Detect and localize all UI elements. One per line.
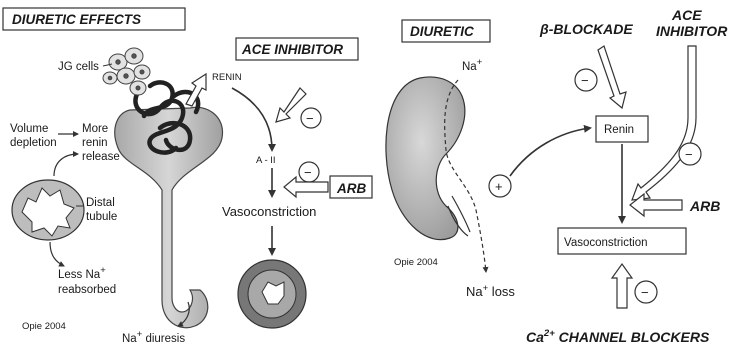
minus-sign-ace: − [306,111,314,126]
jg-cells-label: JG cells [58,61,99,73]
ccb-block-arrow [612,264,632,308]
vasoconstriction-box-label: Vasoconstriction [564,237,648,249]
kidney-illustration [386,77,470,240]
left-panel-diuretic-effects: DIURETIC EFFECTS JG cells [3,8,242,345]
renin-box-label: Renin [604,124,634,136]
distal-tubule-cross-section [12,180,84,240]
right-panel-antihypertensive-targets: DIURETIC Na+ Opie 2004 Na+ loss + β-BLOC… [386,7,728,345]
less-na-label-2: reabsorbed [58,284,116,296]
ace-inhibitor-right-label-1: ACE [671,7,702,23]
jg-cells [103,48,150,95]
vasoconstriction-label-middle: Vasoconstriction [222,204,316,219]
distal-tubule-label-1: Distal [86,197,115,209]
angiotensin-ii-label: A - II [256,155,276,166]
minus-sign-arb: − [304,165,312,180]
arb-label-right: ARB [689,198,720,214]
na-diuresis-label: Na+ diuresis [122,329,185,345]
beta-blockade-label: β-BLOCKADE [539,21,633,37]
more-renin-label-3: release [82,151,120,163]
ace-inhibitor-right-label-2: INHIBITOR [656,23,728,39]
diuretic-effects-title: DIURETIC EFFECTS [12,12,141,27]
constricted-vessel-illustration [238,260,306,328]
distal-tubule-label-2: tubule [86,211,117,223]
renin-label: RENIN [212,72,242,83]
more-renin-label-1: More [82,123,108,135]
minus-sign-ccb: − [641,285,649,300]
less-na-label-1: Less Na+ [58,265,106,281]
na-loss-label: Na+ loss [466,283,515,299]
nephron-illustration [103,48,223,328]
left-credit: Opie 2004 [22,321,66,332]
diuretic-title: DIURETIC [410,24,474,39]
plus-sign: + [495,179,503,194]
volume-depletion-label-1: Volume [10,123,48,135]
arb-label-middle: ARB [336,181,366,196]
more-renin-label-2: renin [82,137,108,149]
na-plus-kidney-label: Na+ [462,57,483,73]
ace-inhibitor-title: ACE INHIBITOR [241,42,343,57]
volume-depletion-label-2: depletion [10,137,57,149]
middle-panel-ras: ACE INHIBITOR − A - II − ARB Vasoconstri… [222,38,372,328]
minus-sign-ace-right: − [685,147,693,162]
right-credit: Opie 2004 [394,257,438,268]
beta-blockade-block-arrow [598,46,626,108]
ca-channel-blockers-label: Ca2+ CHANNEL BLOCKERS [526,328,710,345]
minus-sign-beta: − [581,73,589,88]
